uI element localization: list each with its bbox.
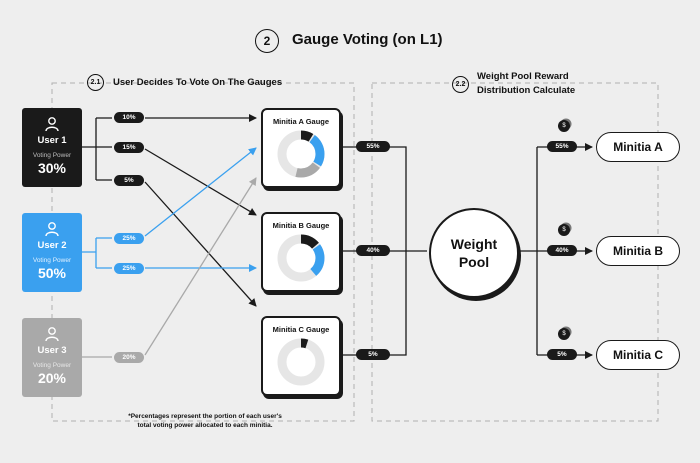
user-icon <box>45 327 59 342</box>
section-2-title-line2: Distribution Calculate <box>477 85 576 96</box>
gauge-donut <box>277 338 325 386</box>
allocation-pill-user1-b: 15% <box>114 142 144 153</box>
arrow-user2-gauge-a <box>144 147 257 237</box>
voting-power-label: Voting Power <box>32 362 72 369</box>
section-2-title-line1: Weight Pool Reward <box>477 71 569 82</box>
voting-power-label: Voting Power <box>32 257 72 264</box>
user-icon <box>45 117 59 132</box>
minitia-b-node: Minitia B <box>596 236 680 266</box>
gauge-segment-1 <box>277 130 325 178</box>
allocation-pill-user2-a: 25% <box>114 233 144 244</box>
user-1-card: User 1 Voting Power 30% <box>22 108 82 187</box>
gauge-share-pill-a: 55% <box>356 141 390 152</box>
weight-pool-line2: Pool <box>458 254 490 270</box>
page-title: Gauge Voting (on L1) <box>292 31 443 48</box>
user-name: User 1 <box>37 135 67 146</box>
user-icon <box>45 222 59 237</box>
gauge-segment-0 <box>277 234 325 282</box>
allocation-pill-user1-c: 5% <box>114 175 144 186</box>
gauge-segment-2 <box>277 130 325 178</box>
gauge-title: Minitia A Gauge <box>272 117 330 126</box>
connector-user2 <box>82 237 112 269</box>
footnote-line1: *Percentages represent the portion of ea… <box>128 413 282 420</box>
allocation-pill-user1-a: 10% <box>114 112 144 123</box>
coin-icon: $ <box>558 120 570 132</box>
voting-power-value: 30% <box>37 160 67 176</box>
minitia-a-node: Minitia A <box>596 132 680 162</box>
connector-user1 <box>82 117 112 181</box>
minitia-c-node: Minitia C <box>596 340 680 370</box>
voting-power-value: 50% <box>37 265 67 281</box>
arrow-user3-gauge-a <box>144 177 257 356</box>
allocation-pill-user3-a: 20% <box>114 352 144 363</box>
footnote: *Percentages represent the portion of ea… <box>100 412 310 430</box>
user-name: User 2 <box>37 240 67 251</box>
gauge-segment-0 <box>277 130 325 178</box>
voting-power-label: Voting Power <box>32 152 72 159</box>
section-1-number: 2.1 <box>87 74 104 91</box>
gauge-title: Minitia C Gauge <box>272 325 330 334</box>
gauge-segment-0 <box>277 338 325 386</box>
gauge-title: Minitia B Gauge <box>272 221 330 230</box>
gauge-donut <box>277 130 325 178</box>
gauge-donut <box>277 234 325 282</box>
voting-power-value: 20% <box>37 370 67 386</box>
coin-icon: $ <box>558 328 570 340</box>
weight-pool-line1: Weight <box>450 236 498 252</box>
section-1-title: User Decides To Vote On The Gauges <box>113 77 283 88</box>
gauge-share-pill-c: 5% <box>356 349 390 360</box>
reward-share-pill-c: 5% <box>547 349 577 360</box>
user-3-card: User 3 Voting Power 20% <box>22 318 82 397</box>
arrow-user1-gauge-c <box>144 181 257 307</box>
gauge-card-minitia-a: Minitia A Gauge <box>261 108 341 188</box>
reward-share-pill-b: 40% <box>547 245 577 256</box>
reward-share-pill-a: 55% <box>547 141 577 152</box>
user-2-card: User 2 Voting Power 50% <box>22 213 82 292</box>
gauge-card-minitia-b: Minitia B Gauge <box>261 212 341 292</box>
arrow-user1-gauge-b <box>144 148 257 216</box>
gauge-share-pill-b: 40% <box>356 245 390 256</box>
gauge-segment-1 <box>277 234 325 282</box>
gauge-track <box>277 338 325 386</box>
connector-pool-to-minitias <box>520 147 538 355</box>
footnote-line2: total voting power allocated to each min… <box>137 422 273 429</box>
section-2-number: 2.2 <box>452 76 469 93</box>
title-number-badge: 2 <box>255 29 279 53</box>
allocation-pill-user2-b: 25% <box>114 263 144 274</box>
coin-icon: $ <box>558 224 570 236</box>
gauge-card-minitia-c: Minitia C Gauge <box>261 316 341 396</box>
weight-pool-node: Weight Pool <box>429 208 519 298</box>
user-name: User 3 <box>37 345 67 356</box>
